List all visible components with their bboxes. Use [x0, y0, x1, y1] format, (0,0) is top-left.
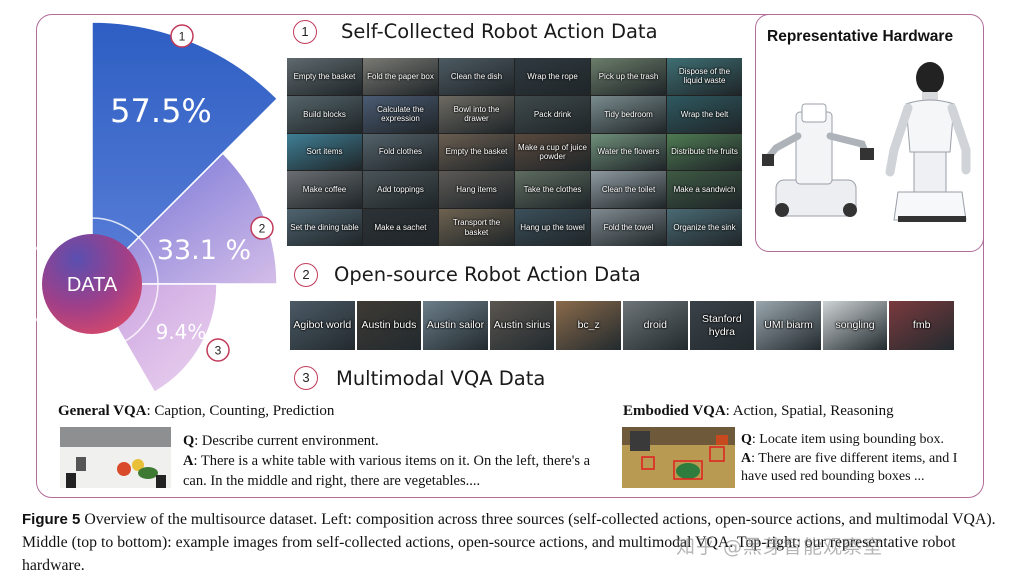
section-1-title: Self-Collected Robot Action Data — [341, 20, 658, 43]
open-source-thumbnail: Agibot world — [290, 301, 355, 350]
pie-badge-2: 2 — [250, 216, 274, 240]
robot-hardware-illustration — [762, 62, 971, 222]
general-vqa-label: General VQA: Caption, Counting, Predicti… — [58, 403, 335, 419]
open-source-thumbnail: Austin sailor — [423, 301, 488, 350]
pie-slice-1 — [91, 21, 279, 286]
section-2-badge: 2 — [294, 263, 318, 287]
svg-text:3: 3 — [215, 344, 222, 358]
task-thumbnail: Calculate the expression — [363, 95, 438, 133]
task-thumbnail: Fold the towel — [591, 209, 666, 246]
pie-value-label-2: 33.1 % — [157, 235, 251, 266]
task-thumbnail: Clean the toilet — [591, 171, 666, 209]
task-thumbnail: Dispose of the liquid waste — [667, 58, 742, 95]
figure-number: Figure 5 — [22, 511, 81, 528]
task-thumbnail: Pick up the trash — [591, 58, 666, 95]
data-composition-chart: DATA 57.5% 33.1 % 9.4% 1 2 3 — [36, 21, 279, 394]
task-thumbnail: Empty the basket — [439, 133, 514, 171]
task-thumbnail: Transport the basket — [439, 209, 514, 246]
task-thumbnail: Wrap the belt — [667, 95, 742, 133]
task-thumbnail: Sort items — [287, 133, 362, 171]
task-thumbnail: Hang items — [439, 171, 514, 209]
section-2-title: Open-source Robot Action Data — [334, 263, 641, 286]
hardware-title: Representative Hardware — [767, 28, 954, 45]
task-thumbnail: Distribute the fruits — [667, 133, 742, 171]
task-thumbnail: Bowl into the drawer — [439, 95, 514, 133]
open-source-thumbnail: Stanford hydra — [689, 301, 755, 350]
task-thumbnail: Tidy bedroom — [591, 95, 666, 133]
task-thumbnail: Set the dining table — [287, 209, 362, 246]
wheeled-robot-icon — [762, 103, 874, 217]
watermark: 知乎 @黑芽智能观察室 — [676, 536, 884, 558]
general-vqa-qa: Q: Describe current environment. A: Ther… — [183, 433, 591, 489]
figure-frame — [36, 14, 984, 498]
section-3-title: Multimodal VQA Data — [336, 367, 546, 390]
open-source-thumbnail: bc_z — [556, 301, 621, 350]
pie-center — [42, 234, 142, 334]
embodied-vqa-label: Embodied VQA: Action, Spatial, Reasoning — [623, 403, 894, 419]
pie-value-label-1: 57.5% — [110, 92, 212, 130]
pie-center-label: DATA — [67, 274, 118, 296]
task-thumbnail: Make coffee — [287, 171, 362, 209]
caption-text: Overview of the multisource dataset. Lef… — [22, 511, 996, 574]
task-thumbnail: Add toppings — [363, 171, 438, 209]
pie-badge-1: 1 — [170, 24, 194, 48]
section-1-badge: 1 — [293, 20, 317, 44]
open-source-thumbnail: songling — [822, 301, 888, 350]
pie-slice-2 — [90, 152, 278, 285]
general-vqa-image — [60, 427, 171, 488]
task-thumbnail: Empty the basket — [287, 58, 362, 95]
task-thumbnail: Make a sandwich — [667, 171, 742, 209]
embodied-vqa-image — [622, 427, 735, 488]
task-thumbnail: Make a sachet — [363, 209, 438, 246]
pie-badge-3: 3 — [206, 338, 230, 362]
section-3-badge: 3 — [294, 366, 318, 390]
svg-text:1: 1 — [179, 30, 186, 44]
task-thumbnail: Take the clothes — [515, 171, 590, 209]
task-thumbnail: Fold the paper box — [363, 58, 438, 95]
pie-ring — [36, 217, 159, 351]
task-thumbnail: Clean the dish — [439, 58, 514, 95]
task-thumbnail: Organize the sink — [667, 209, 742, 246]
task-thumbnail: Fold clothes — [363, 133, 438, 171]
svg-text:2: 2 — [259, 222, 266, 236]
pie-value-label-3: 9.4% — [156, 320, 207, 344]
embodied-vqa-qa: Q: Locate item using bounding box. A: Th… — [741, 432, 958, 484]
figure-caption: Figure 5 Overview of the multisource dat… — [22, 508, 1004, 577]
task-thumbnail: Pack drink — [515, 95, 590, 133]
task-thumbnail: Wrap the rope — [515, 58, 590, 95]
task-thumbnail: Make a cup of juice powder — [515, 133, 590, 171]
open-source-thumbnail: fmb — [889, 301, 954, 350]
task-thumbnail: Water the flowers — [591, 133, 666, 171]
humanoid-robot-icon — [885, 62, 971, 222]
open-source-thumbnail: UMI biarm — [756, 301, 821, 350]
open-source-thumbnail: Austin buds — [356, 301, 422, 350]
task-thumbnail: Hang up the towel — [515, 209, 590, 246]
open-source-thumbnail: Austin sirius — [489, 301, 555, 350]
open-source-thumbnail: droid — [622, 301, 688, 350]
task-thumbnail: Build blocks — [287, 95, 362, 133]
